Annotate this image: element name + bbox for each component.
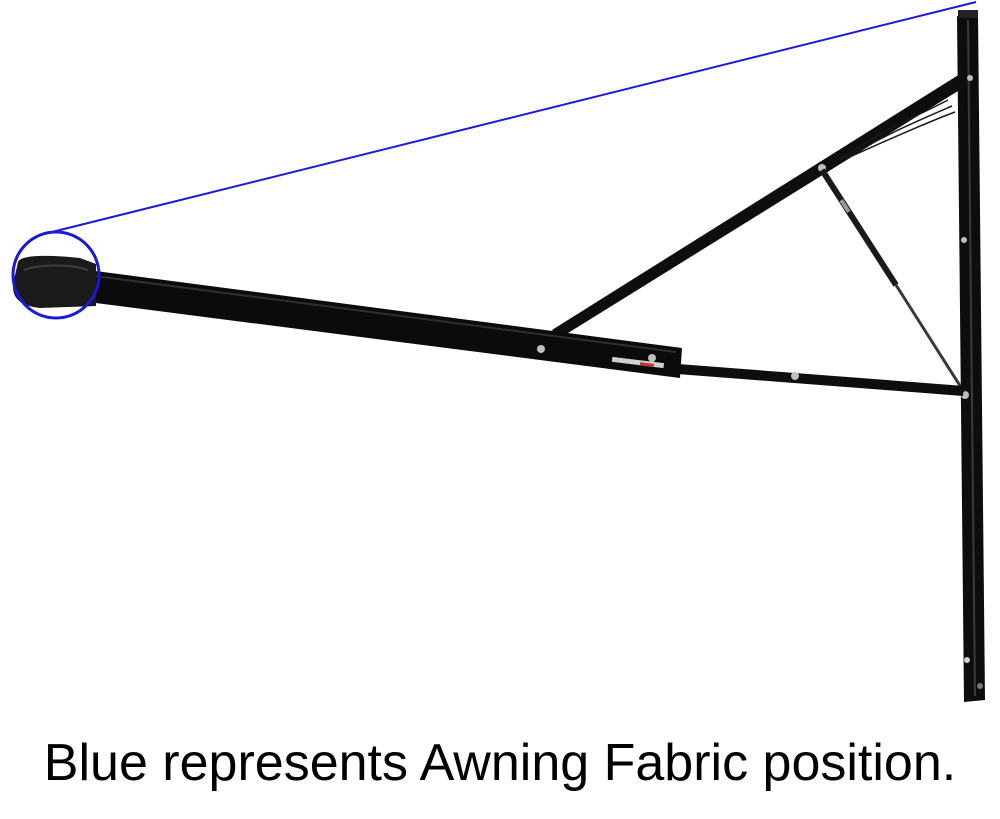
cable-bundle xyxy=(839,99,956,161)
arm-end-cap xyxy=(12,255,96,308)
gas-strut xyxy=(819,168,966,393)
caption-text: Blue represents Awning Fabric position. xyxy=(43,734,957,792)
vertical-rail xyxy=(957,10,985,702)
main-extension-arm xyxy=(88,270,682,378)
awning-arm-illustration xyxy=(11,1,985,702)
awning-fabric-position-line xyxy=(51,1,977,233)
fabric-attachment-highlight-circle xyxy=(11,230,101,320)
lower-arm xyxy=(677,364,964,396)
